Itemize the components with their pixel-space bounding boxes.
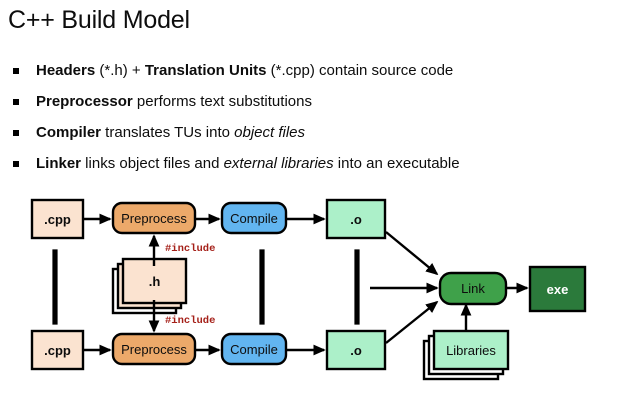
- build-model-diagram: .cpp Preprocess Compile .o .cpp Preproce…: [30, 198, 587, 381]
- node-label: exe: [547, 282, 569, 297]
- text-run: external libraries: [223, 155, 334, 172]
- edge-label-include-top: #include: [165, 243, 215, 255]
- square-bullet-icon: [13, 130, 19, 136]
- text-run: Compiler: [36, 124, 102, 141]
- text-run: (*.cpp) contain source code: [266, 62, 454, 79]
- node-compile-top: Compile: [220, 201, 288, 235]
- node-obj-bottom: .o: [325, 329, 387, 371]
- text-run: Headers: [36, 62, 96, 79]
- node-label: .cpp: [44, 212, 71, 227]
- node-cpp-bottom: .cpp: [30, 329, 85, 371]
- node-label: Compile: [230, 342, 278, 357]
- node-preprocess-top: Preprocess: [111, 201, 197, 235]
- bullet-text: Headers (*.h) + Translation Units (*.cpp…: [36, 62, 453, 79]
- text-run: Linker: [36, 155, 82, 172]
- bullet-text: Preprocessor performs text substitutions: [36, 93, 312, 110]
- node-label: Compile: [230, 211, 278, 226]
- node-label: Preprocess: [121, 211, 187, 226]
- list-item: Preprocessor performs text substitutions: [8, 86, 624, 117]
- node-label: .h: [149, 274, 161, 289]
- node-label: .o: [350, 343, 362, 358]
- list-item: Headers (*.h) + Translation Units (*.cpp…: [8, 55, 624, 86]
- text-run: into an executable: [333, 155, 460, 172]
- bullet-list: Headers (*.h) + Translation Units (*.cpp…: [8, 55, 624, 179]
- node-label: Link: [461, 281, 485, 296]
- node-label: Libraries: [446, 343, 496, 358]
- text-run: Translation Units: [144, 62, 267, 79]
- page-title: C++ Build Model: [8, 6, 190, 34]
- text-run: performs text substitutions: [132, 93, 312, 110]
- edge-obj-top-to-link: [385, 231, 439, 276]
- node-label: Preprocess: [121, 342, 187, 357]
- text-run: Preprocessor: [36, 93, 133, 110]
- node-label: .cpp: [44, 343, 71, 358]
- text-run: links object files and: [81, 155, 224, 172]
- node-preprocess-bottom: Preprocess: [111, 332, 197, 366]
- node-obj-top: .o: [325, 198, 387, 240]
- text-run: object files: [234, 124, 306, 141]
- node-header-stack: .h: [111, 257, 188, 315]
- node-label: .o: [350, 212, 362, 227]
- text-run: translates TUs into: [101, 124, 235, 141]
- square-bullet-icon: [13, 68, 19, 74]
- edge-label-include-bottom: #include: [165, 315, 215, 327]
- node-compile-bottom: Compile: [220, 332, 288, 366]
- node-link: Link: [438, 271, 508, 306]
- square-bullet-icon: [13, 99, 19, 105]
- square-bullet-icon: [13, 161, 19, 167]
- list-item: Linker links object files and external l…: [8, 148, 624, 179]
- text-run: (*.h) +: [95, 62, 145, 79]
- node-libraries-stack: Libraries: [422, 329, 510, 381]
- bullet-text: Compiler translates TUs into object file…: [36, 124, 305, 141]
- node-cpp-top: .cpp: [30, 198, 85, 240]
- bullet-text: Linker links object files and external l…: [36, 155, 460, 172]
- node-exe: exe: [528, 265, 587, 313]
- list-item: Compiler translates TUs into object file…: [8, 117, 624, 148]
- edge-obj-bottom-to-link: [385, 300, 439, 344]
